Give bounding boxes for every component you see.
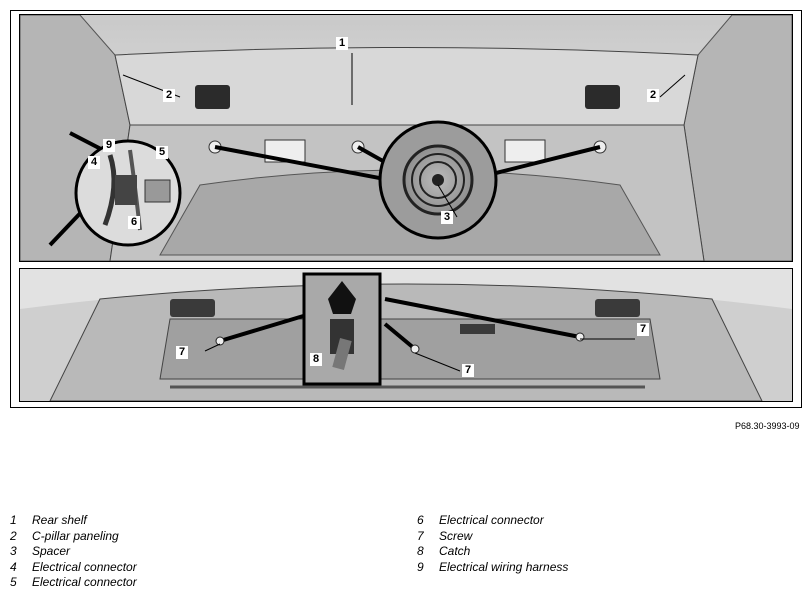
legend-item: 7 Screw: [417, 529, 568, 545]
figure-frame: 1 2 2 3 4 5 6 9 7 7 7 8: [10, 10, 802, 408]
legend-text: Catch: [439, 544, 471, 558]
callout-5: 5: [156, 146, 169, 159]
callout-6: 6: [128, 216, 141, 229]
trunk-floor-drawing: [20, 269, 792, 401]
legend-left-column: 1 Rear shelf 2 C-pillar paneling 3 Spacer 4…: [10, 513, 137, 591]
legend-item: 6 Electrical connector: [417, 513, 568, 529]
legend-number: 9: [417, 559, 424, 574]
legend-number: 4: [10, 559, 17, 574]
legend-text: Rear shelf: [32, 513, 87, 527]
trunk-floor-illustration: [19, 268, 793, 402]
callout-3: 3: [441, 211, 454, 224]
callout-7-right: 7: [637, 323, 650, 336]
legend-text: Electrical connector: [32, 575, 137, 589]
callout-2-right: 2: [647, 89, 660, 102]
callout-4: 4: [88, 156, 101, 169]
callout-7-left: 7: [176, 346, 189, 359]
callout-8: 8: [310, 353, 323, 366]
rear-shelf-drawing: [20, 15, 792, 261]
callout-7-center: 7: [462, 364, 475, 377]
legend-text: Electrical connector: [439, 513, 544, 527]
legend-item: 1 Rear shelf: [10, 513, 137, 529]
callout-2-left: 2: [163, 89, 176, 102]
legend-number: 6: [417, 513, 424, 527]
legend-text: Electrical connector: [32, 559, 137, 574]
legend-text: Electrical wiring harness: [439, 559, 569, 574]
legend-text: Spacer: [32, 544, 71, 558]
callout-1: 1: [336, 37, 349, 50]
rear-shelf-illustration: [19, 14, 793, 262]
legend-number: 1: [10, 513, 17, 527]
legend-number: 8: [417, 544, 424, 558]
legend-number: 7: [417, 528, 424, 543]
callout-9: 9: [103, 139, 116, 152]
legend-right-column: 6 Electrical connector 7 Screw 8 Catch 9 Ele…: [417, 513, 568, 575]
legend-item: 8 Catch: [417, 544, 568, 560]
figure-reference: P68.30-3993-09: [735, 421, 800, 431]
legend-item: 5 Electrical connector: [10, 575, 137, 591]
legend-number: 2: [10, 528, 17, 543]
legend-item: 9 Electrical wiring harness: [417, 560, 568, 576]
legend-item: 3 Spacer: [10, 544, 137, 560]
legend-item: 2 C-pillar paneling: [10, 529, 137, 545]
legend-item: 4 Electrical connector: [10, 560, 137, 576]
legend-number: 3: [10, 544, 17, 558]
legend-text: C-pillar paneling: [32, 528, 119, 543]
legend-text: Screw: [439, 528, 473, 543]
legend-number: 5: [10, 575, 17, 589]
